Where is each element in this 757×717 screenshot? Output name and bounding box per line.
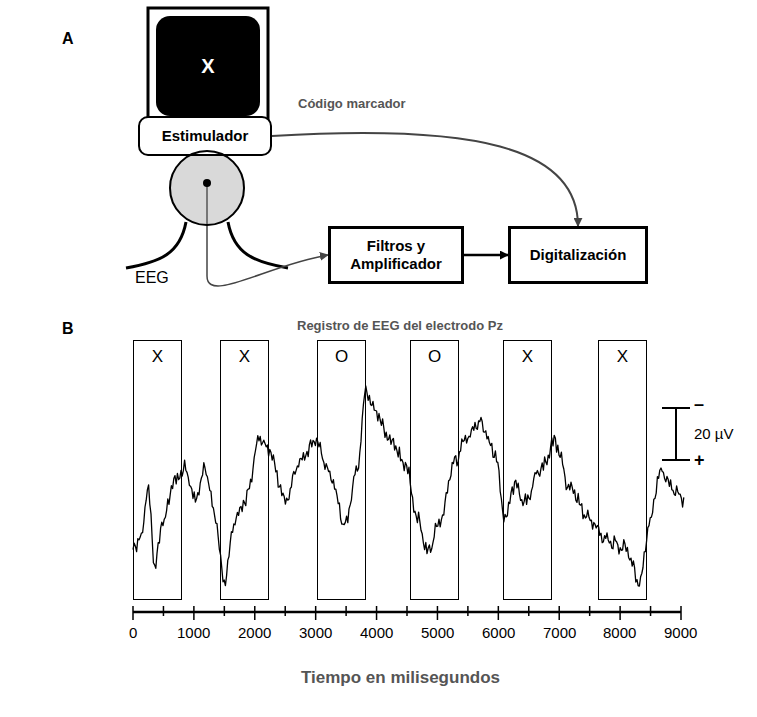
scale-value: 20 µV [694,425,734,442]
eeg-trace [133,386,684,586]
axis-tick [680,606,682,620]
axis-tick [345,606,347,616]
axis-tick [589,606,591,616]
axis-tick [315,606,317,620]
axis-tick [437,606,439,620]
node-text: O [422,347,447,367]
node-text: O [329,347,354,367]
connector-arrow [272,133,578,226]
edge-label: Código marcador [296,96,408,111]
node-text: Estimulador [156,127,255,145]
head-fill [169,150,245,226]
node-text: EEG [135,268,169,287]
axis-tick [284,606,286,616]
node-text: X [146,347,169,367]
axis-tick-label: 6000 [482,624,515,641]
axis-tick [650,606,652,616]
digitization-box: Digitalización [508,226,648,284]
node-text: X [233,347,256,367]
scale-bar [675,408,677,460]
axis-tick-label: 7000 [543,624,576,641]
panel-letter: A [62,30,74,48]
scale-sign: – [694,394,704,415]
axis-tick [224,606,226,616]
scale-cap [662,459,690,461]
axis-tick [163,606,165,616]
axis-title: Tiempo en milisegundos [301,668,500,688]
axis-tick-label: 9000 [664,624,697,641]
right-shoulder [228,222,288,268]
axis-tick-label: 5000 [421,624,454,641]
axis-tick [467,606,469,616]
axis-tick-label: 4000 [360,624,393,641]
axis-tick [254,606,256,620]
connector-arrow [464,254,508,257]
node-text: X [516,347,539,367]
filter-amplifier-box: Filtros y Amplificador [328,226,464,284]
stimulus-window: X [503,340,552,600]
axis-tick [498,606,500,620]
axis-tick [406,606,408,616]
stimulus-window: O [410,340,459,600]
axis-tick-label: 2000 [238,624,271,641]
axis-tick-label: 0 [129,624,137,641]
axis-tick-label: 3000 [299,624,332,641]
trace-title: Registro de EEG del electrodo Pz [297,318,503,333]
electrode [203,179,211,187]
stimulus-window: X [220,340,269,600]
axis-tick [619,606,621,620]
node-text: X [195,54,220,78]
head-circle: EEG [169,150,245,226]
stimulus-window: X [598,340,647,600]
stimulus-window: X [133,340,182,600]
axis-tick [132,606,134,620]
axis-tick [193,606,195,620]
axis-ticks [133,606,681,620]
monitor-frame [148,8,268,124]
node-text: X [611,347,634,367]
axis-tick [558,606,560,620]
screen: X [156,16,260,116]
connector-arrow [207,226,328,286]
axis-tick-label: 1000 [177,624,210,641]
node-text: Filtros y Amplificador [331,237,461,273]
axis-tick [528,606,530,616]
stimulus-window: O [317,340,366,600]
scale-sign: + [694,450,705,471]
node-text: Digitalización [524,246,633,264]
panel-letter: B [62,320,74,338]
axis-tick-label: 8000 [603,624,636,641]
left-shoulder [126,222,186,268]
electrode-wire [206,183,208,226]
axis-tick [376,606,378,620]
